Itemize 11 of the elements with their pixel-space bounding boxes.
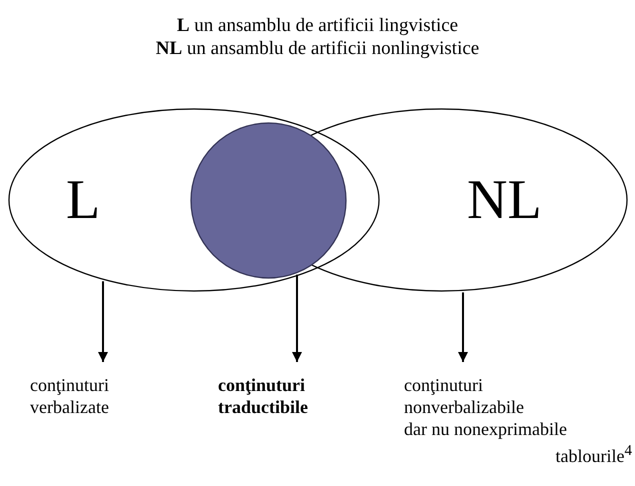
content-text: tablourile$^{4}$ [554,442,632,467]
set-label: NL [467,170,542,230]
content-text: conţinuturi traductibile [218,374,309,418]
legend-line: NL un ansamblu de artificii nonlingvistice [156,37,480,60]
set-label: L [66,170,100,230]
content-text: dar nu nonexprimabile [404,418,568,440]
legend-line: L un ansamblu de artificii lingvistice [176,14,458,37]
content-text: conţinuturi verbalizate [30,374,110,418]
arrow [292,274,302,362]
arrow [98,281,108,362]
arrow [458,292,468,362]
